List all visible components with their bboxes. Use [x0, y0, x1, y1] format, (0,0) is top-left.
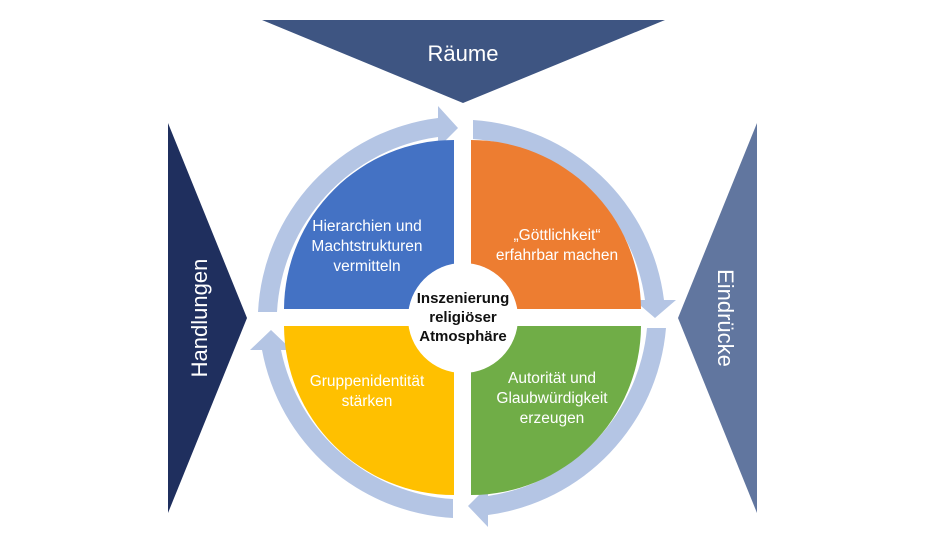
arrow-ring-top-right: [473, 120, 676, 318]
quadrant-bottom-right: [471, 326, 641, 495]
arrow-ring: [250, 106, 676, 527]
center-label-line-1: Inszenierung: [417, 290, 510, 307]
right-triangle-label: Eindrücke: [713, 269, 738, 367]
quadrant-bottom-left-line-2: stärken: [342, 393, 393, 410]
top-triangle: [262, 20, 665, 103]
center-label-line-2: religiöser: [429, 309, 497, 326]
quadrant-top-left-line-2: Machtstrukturen: [311, 238, 422, 255]
arrow-ring-bottom-right: [468, 328, 666, 527]
quadrant-bottom-right-line-3: erzeugen: [520, 410, 585, 427]
quadrant-top-left-label: Hierarchien und Machtstrukturen vermitte…: [311, 218, 422, 275]
quadrant-top-left: [284, 140, 454, 309]
quadrant-bottom-left-label: Gruppenidentität stärken: [310, 373, 425, 410]
quadrant-top-right-line-1: „Göttlichkeit“: [514, 227, 601, 244]
left-triangle: [168, 123, 247, 513]
quadrant-bottom-right-line-2: Glaubwürdigkeit: [496, 390, 608, 407]
center-label: Inszenierung religiöser Atmosphäre: [417, 290, 510, 345]
arrow-ring-bottom-left: [250, 330, 453, 518]
quadrant-bottom-left: [284, 326, 454, 495]
center-circle: [408, 263, 518, 373]
quadrant-top-left-line-3: vermitteln: [333, 258, 400, 275]
arrow-ring-top-left: [258, 106, 458, 312]
quadrant-top-left-line-1: Hierarchien und: [312, 218, 421, 235]
quadrant-top-right-label: „Göttlichkeit“ erfahrbar machen: [496, 227, 618, 264]
center-label-line-3: Atmosphäre: [419, 328, 507, 345]
quadrant-bottom-right-label: Autorität und Glaubwürdigkeit erzeugen: [496, 370, 608, 427]
quadrant-bottom-right-line-1: Autorität und: [508, 370, 596, 387]
quadrant-bottom-left-line-1: Gruppenidentität: [310, 373, 425, 390]
quadrant-top-right: [471, 140, 641, 309]
left-triangle-label: Handlungen: [187, 259, 212, 378]
top-triangle-label: Räume: [428, 41, 499, 66]
quadrant-top-right-line-2: erfahrbar machen: [496, 247, 618, 264]
right-triangle: [678, 123, 757, 513]
